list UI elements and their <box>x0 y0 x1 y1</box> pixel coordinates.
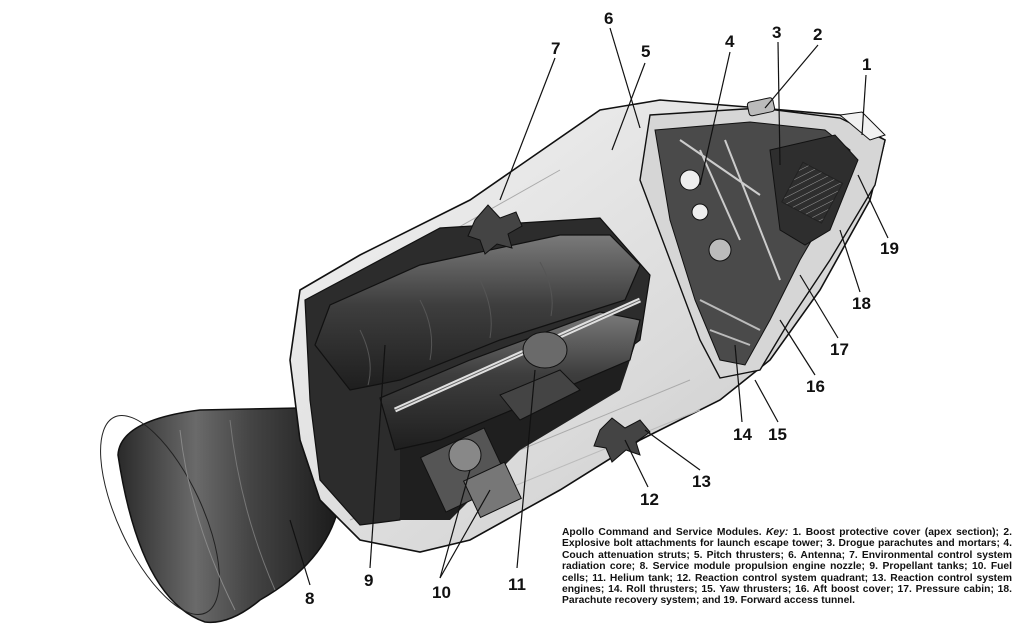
callout-6: 6 <box>604 9 614 28</box>
callout-14: 14 <box>733 425 752 444</box>
caption-body: 1. Boost protective cover (apex section)… <box>562 527 1012 607</box>
command-module <box>639 97 886 379</box>
callout-7: 7 <box>551 39 561 58</box>
callout-3: 3 <box>772 23 782 42</box>
callout-13: 13 <box>692 472 711 491</box>
callout-17: 17 <box>830 340 849 359</box>
engine-nozzle <box>100 407 341 624</box>
callout-11: 11 <box>508 575 526 594</box>
callout-15: 15 <box>768 425 787 444</box>
rcs-quadrant <box>467 204 651 463</box>
callout-5: 5 <box>641 42 651 61</box>
leader-lines <box>289 27 889 586</box>
caption-title: Apollo Command and Service Modules. <box>562 527 762 538</box>
diagram-caption: Apollo Command and Service Modules. Key:… <box>562 527 1012 607</box>
callout-10: 10 <box>432 583 451 602</box>
helium-tank <box>499 331 581 421</box>
callout-16: 16 <box>806 377 825 396</box>
callout-4: 4 <box>725 32 735 51</box>
propellant-tanks <box>314 234 642 451</box>
callout-19: 19 <box>880 239 899 258</box>
fuel-cells <box>419 427 522 519</box>
callout-18: 18 <box>852 294 871 313</box>
callout-8: 8 <box>305 589 315 608</box>
callout-2: 2 <box>813 25 823 44</box>
caption-key-word: Key: <box>765 527 789 538</box>
callout-1: 1 <box>862 55 872 74</box>
callout-9: 9 <box>364 571 374 590</box>
callout-12: 12 <box>640 490 659 509</box>
